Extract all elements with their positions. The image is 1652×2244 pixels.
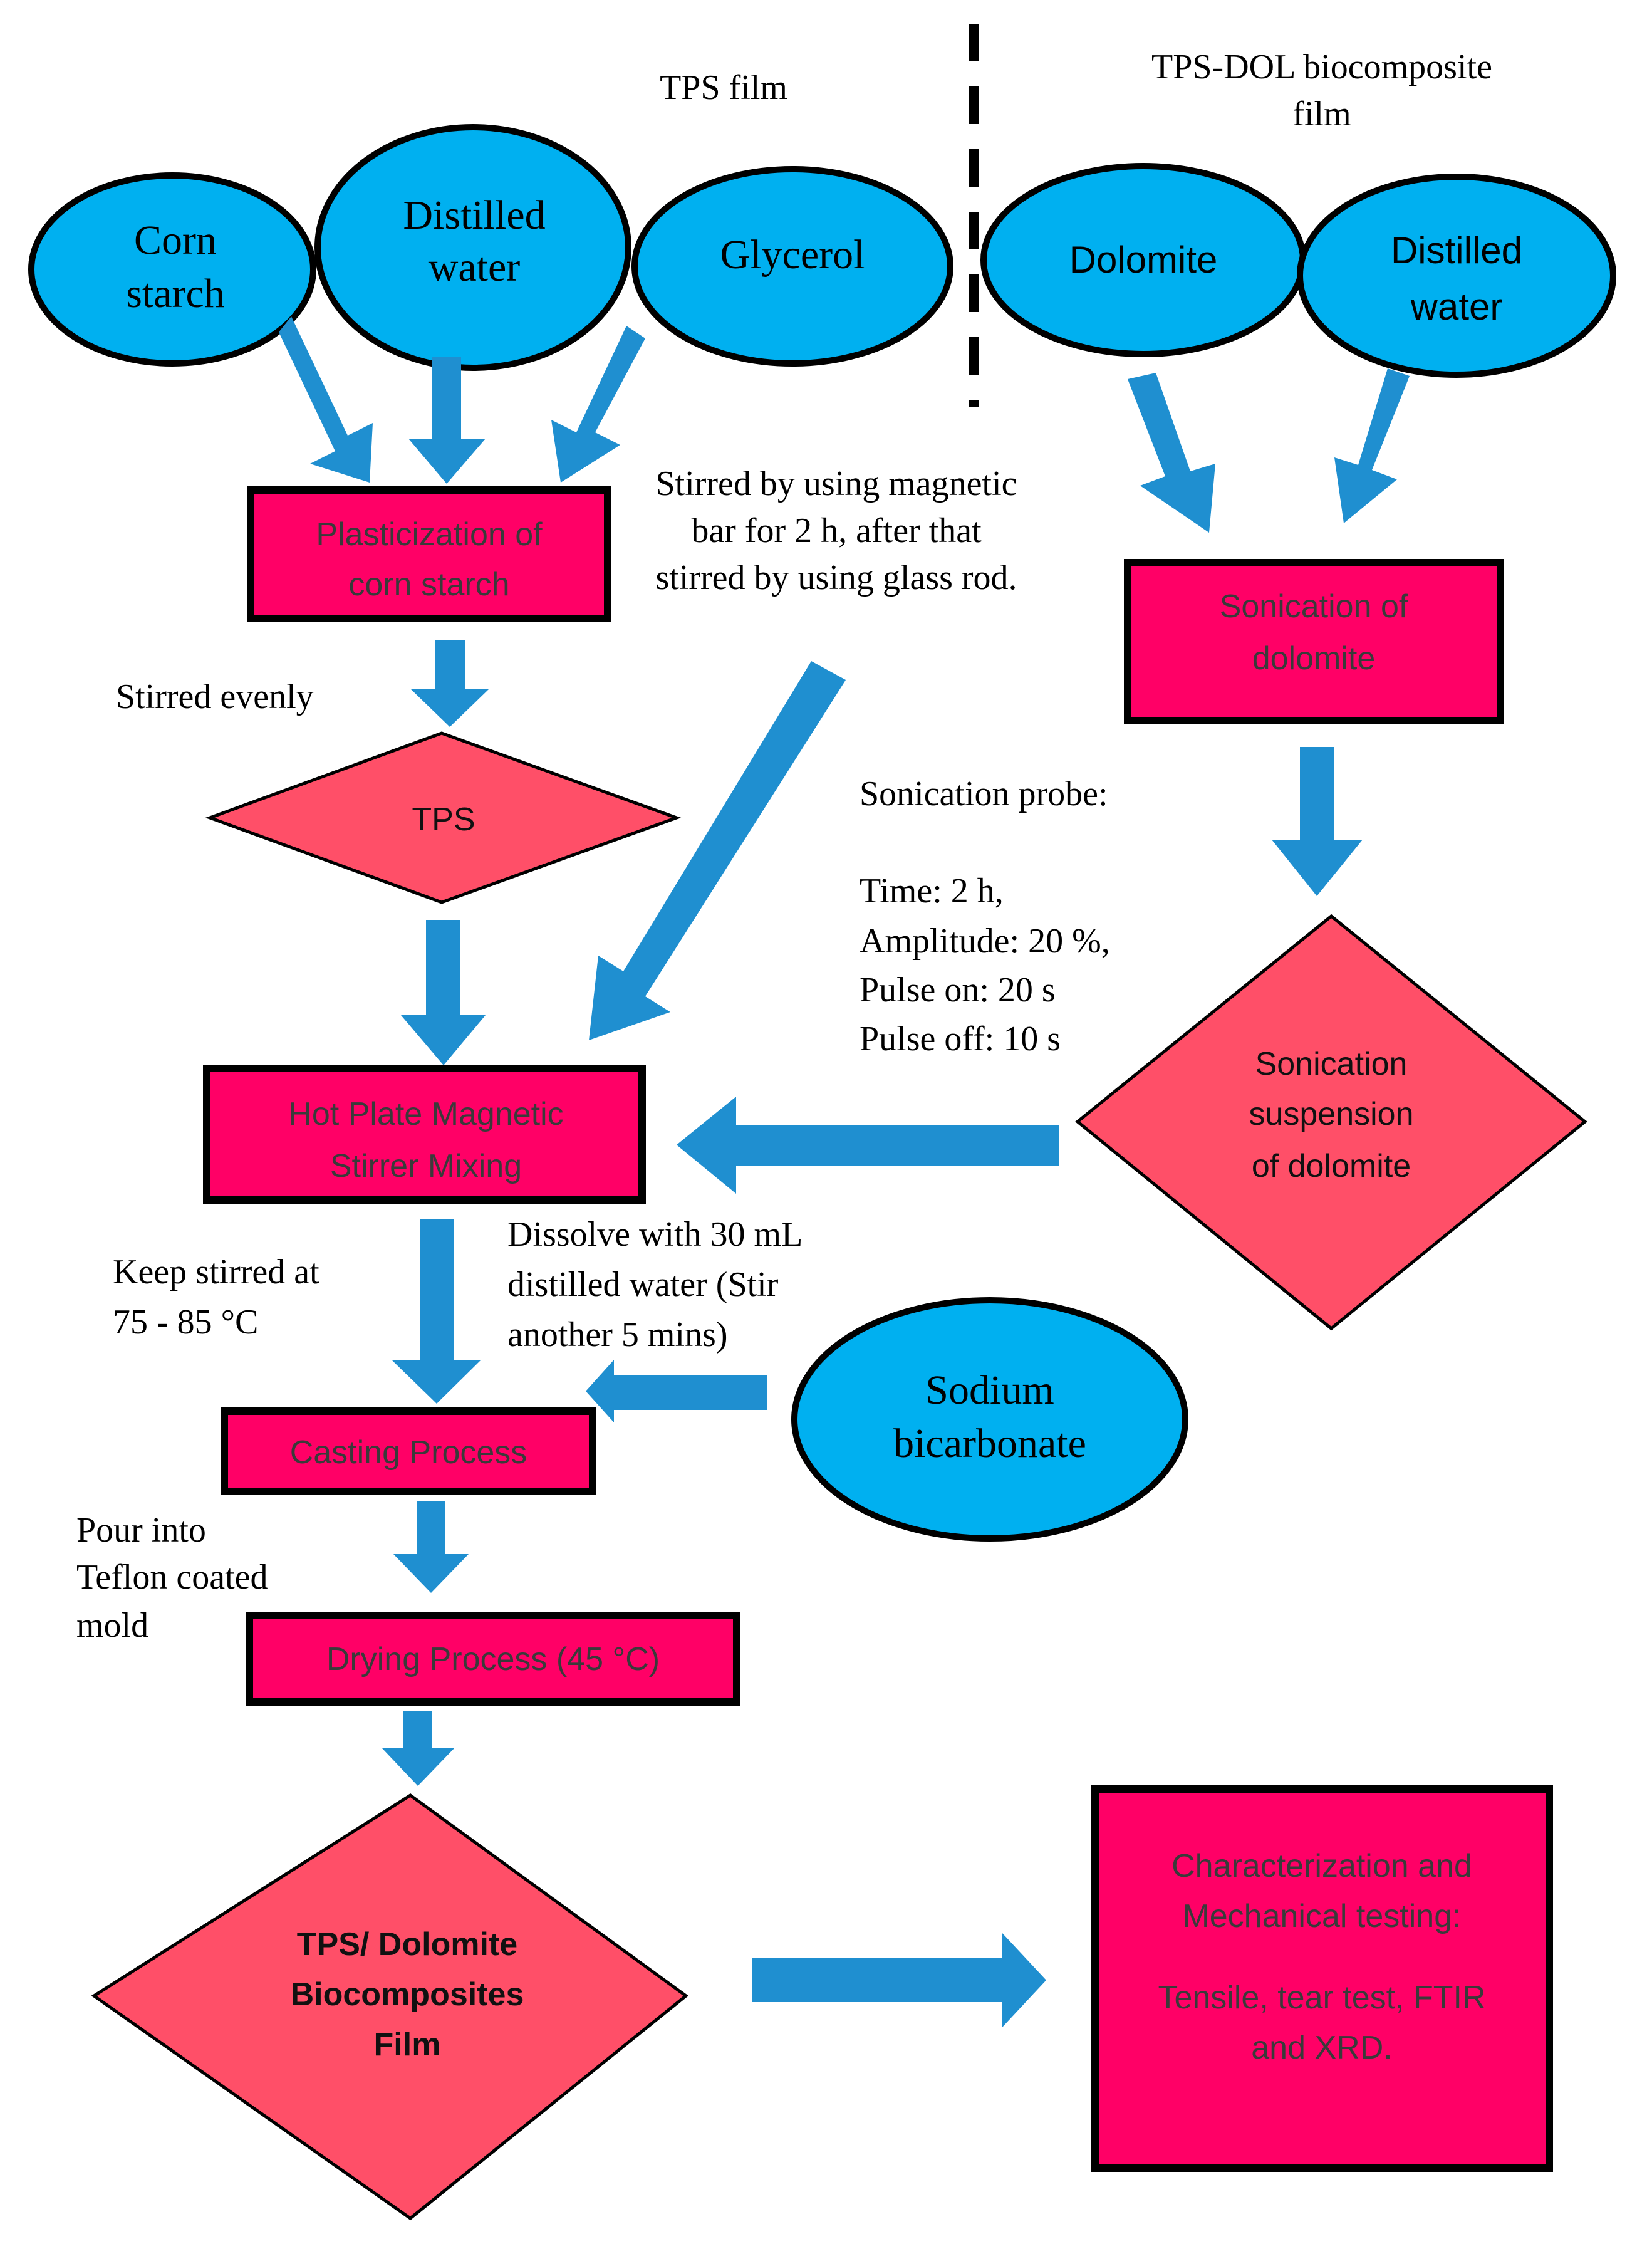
svg-text:suspension: suspension: [1249, 1096, 1413, 1132]
box-characterization: Characterization and Mechanical testing:…: [1091, 1785, 1553, 2172]
svg-text:Amplitude: 20 %,: Amplitude: 20 %,: [860, 922, 1110, 961]
box-casting: Casting Process: [221, 1407, 596, 1495]
note-dissolve: Dissolve with 30 mL distilled water (Sti…: [507, 1215, 803, 1354]
arrow-diagonal-to-hot-plate: [589, 661, 846, 1040]
note-keep-stirred: Keep stirred at 75 - 85 °C: [113, 1253, 319, 1342]
svg-text:of dolomite: of dolomite: [1252, 1148, 1411, 1184]
note-stirred-evenly: Stirred evenly: [116, 677, 314, 716]
arrow-glycerol-to-plasticization: [551, 326, 645, 483]
box-hot-plate: Hot Plate Magnetic Stirrer Mixing: [203, 1065, 646, 1204]
arrow-plasticization-to-tps: [411, 640, 489, 727]
arrows: [279, 316, 1410, 2027]
svg-text:Hot Plate Magnetic: Hot Plate Magnetic: [288, 1096, 563, 1132]
svg-text:Pour into: Pour into: [76, 1511, 206, 1550]
svg-text:Sonication probe:: Sonication probe:: [860, 775, 1108, 813]
svg-text:Dolomite: Dolomite: [1069, 239, 1218, 281]
svg-text:TPS/ Dolomite: TPS/ Dolomite: [297, 1926, 517, 1963]
svg-text:Film: Film: [374, 2027, 441, 2063]
arrow-suspension-to-hot-plate: [677, 1097, 1059, 1194]
svg-text:Distilled: Distilled: [403, 192, 545, 238]
svg-text:Plasticization of: Plasticization of: [316, 516, 543, 553]
svg-text:and XRD.: and XRD.: [1251, 2030, 1392, 2066]
svg-text:bicarbonate: bicarbonate: [893, 1421, 1086, 1466]
svg-text:bar for 2 h, after that: bar for 2 h, after that: [691, 511, 982, 550]
header-tps-film: TPS film: [660, 68, 787, 107]
header-tps-dol-line1: TPS-DOL biocomposite: [1151, 48, 1492, 86]
svg-text:Distilled: Distilled: [1391, 229, 1522, 271]
arrow-water-to-sonication: [1334, 368, 1410, 523]
svg-text:stirred by using glass rod.: stirred by using glass rod.: [655, 558, 1017, 597]
box-drying: Drying Process (45 °C): [246, 1612, 740, 1706]
svg-text:Drying Process (45 °C): Drying Process (45 °C): [326, 1641, 660, 1678]
svg-text:water: water: [1410, 286, 1503, 328]
svg-text:Pulse on: 20 s: Pulse on: 20 s: [860, 971, 1056, 1010]
oval-glycerol: Glycerol: [631, 166, 953, 367]
oval-distilled-water-right: Distilled water: [1297, 174, 1616, 378]
svg-text:Sonication of: Sonication of: [1220, 588, 1408, 625]
header-tps-dol-line2: film: [1292, 95, 1351, 133]
note-pour-into: Pour into Teflon coated mold: [76, 1511, 268, 1645]
svg-text:starch: starch: [126, 271, 225, 316]
svg-text:corn starch: corn starch: [348, 566, 509, 603]
svg-text:Stirrer Mixing: Stirrer Mixing: [330, 1148, 522, 1184]
svg-text:Mechanical testing:: Mechanical testing:: [1182, 1898, 1461, 1934]
arrow-dolomite-to-sonication: [1128, 373, 1215, 533]
svg-text:Sodium: Sodium: [925, 1367, 1054, 1413]
note-stirred-magnetic: Stirred by using magnetic bar for 2 h, a…: [655, 464, 1017, 597]
svg-text:Sonication: Sonication: [1255, 1046, 1408, 1082]
svg-text:water: water: [429, 244, 521, 290]
diamond-final-film: TPS/ Dolomite Biocomposites Film: [91, 1793, 689, 2221]
diamond-tps: TPS: [205, 731, 682, 904]
svg-text:Pulse off: 10 s: Pulse off: 10 s: [860, 1020, 1061, 1058]
svg-text:75 - 85 °C: 75 - 85 °C: [113, 1303, 258, 1342]
arrow-tps-to-hot-plate: [401, 920, 486, 1065]
svg-text:mold: mold: [76, 1606, 148, 1645]
box-plasticization: Plasticization of corn starch: [247, 486, 611, 622]
svg-text:Corn: Corn: [134, 217, 217, 263]
arrow-sonication-to-suspension: [1272, 747, 1363, 896]
arrow-drying-to-final: [382, 1711, 454, 1786]
oval-corn-starch: Corn starch: [28, 172, 316, 367]
note-sonication-probe: Sonication probe: Time: 2 h, Amplitude: …: [860, 775, 1110, 1058]
svg-text:TPS: TPS: [412, 801, 475, 838]
arrow-final-to-characterization: [752, 1933, 1046, 2027]
svg-text:dolomite: dolomite: [1252, 640, 1376, 677]
svg-text:Keep stirred at: Keep stirred at: [113, 1253, 319, 1292]
svg-text:another 5 mins): another 5 mins): [507, 1315, 727, 1354]
svg-text:Teflon coated: Teflon coated: [76, 1558, 268, 1597]
svg-text:Characterization and: Characterization and: [1171, 1848, 1472, 1884]
svg-text:Stirred by using magnetic: Stirred by using magnetic: [655, 464, 1017, 503]
svg-text:Casting Process: Casting Process: [290, 1434, 527, 1471]
oval-distilled-water-left: Distilled water: [314, 124, 631, 371]
svg-text:Tensile, tear test, FTIR: Tensile, tear test, FTIR: [1158, 1980, 1485, 2016]
svg-text:Dissolve with 30 mL: Dissolve with 30 mL: [507, 1215, 803, 1254]
svg-text:Glycerol: Glycerol: [720, 232, 865, 278]
oval-dolomite: Dolomite: [980, 163, 1306, 357]
arrow-casting-to-drying: [393, 1501, 469, 1593]
svg-text:Biocomposites: Biocomposites: [291, 1976, 524, 2013]
arrow-water-to-plasticization: [408, 357, 486, 484]
arrow-corn-to-plasticization: [279, 316, 373, 483]
arrow-hot-plate-to-casting: [392, 1219, 481, 1404]
svg-text:Time: 2 h,: Time: 2 h,: [860, 872, 1004, 911]
oval-sodium-bicarbonate: Sodium bicarbonate: [791, 1297, 1188, 1542]
arrow-bicarbonate-to-casting: [586, 1360, 767, 1422]
svg-text:distilled water (Stir: distilled water (Stir: [507, 1265, 779, 1304]
diamond-sonication-suspension: Sonication suspension of dolomite: [1075, 914, 1587, 1331]
box-sonication: Sonication of dolomite: [1124, 559, 1504, 724]
